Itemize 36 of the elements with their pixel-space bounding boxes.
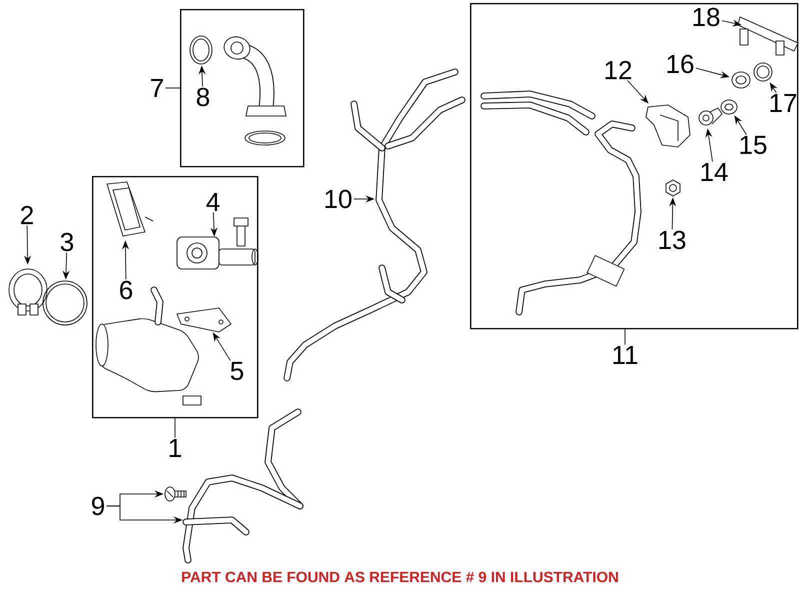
pipe-drawing (182, 408, 304, 564)
leader-line (624, 328, 626, 346)
callout-number: 1 (170, 439, 181, 457)
caption: PART CAN BE FOUND AS REFERENCE # 9 IN ILLUSTRATION (182, 572, 618, 582)
callout-number: 17 (770, 94, 796, 112)
ring-drawing (754, 62, 772, 82)
callout-number: 14 (702, 163, 728, 181)
actuator-drawing (176, 236, 258, 270)
callout-number: 12 (606, 60, 632, 80)
callout-number: 4 (206, 193, 220, 211)
ring-drawing (42, 280, 88, 326)
callout-number: 2 (21, 206, 33, 224)
seal-drawing (732, 72, 750, 88)
nut-drawing (666, 180, 680, 196)
bolt-drawing (164, 486, 186, 502)
sensor-drawing (646, 104, 690, 148)
callout-number: 13 (660, 230, 686, 250)
callout-number: 16 (668, 54, 694, 74)
callout-number: 8 (196, 88, 210, 106)
callout-number: 11 (614, 346, 638, 364)
o-ring-drawing (190, 36, 212, 64)
callout-number: 9 (92, 496, 104, 516)
callout-number: 5 (230, 362, 244, 380)
callout-number: 18 (694, 8, 720, 26)
callout-number: 3 (60, 232, 74, 252)
hose-drawing (284, 68, 466, 382)
group-frame (180, 9, 304, 168)
callout-number: 7 (151, 79, 163, 97)
clamp-drawing (8, 268, 48, 316)
callout-number: 6 (120, 280, 132, 300)
group-frame (470, 3, 798, 330)
callout-number: 15 (740, 136, 766, 154)
leader-line (174, 418, 176, 438)
washer-drawing (720, 100, 738, 114)
fitting-drawing (698, 107, 723, 126)
group-frame (92, 176, 258, 418)
